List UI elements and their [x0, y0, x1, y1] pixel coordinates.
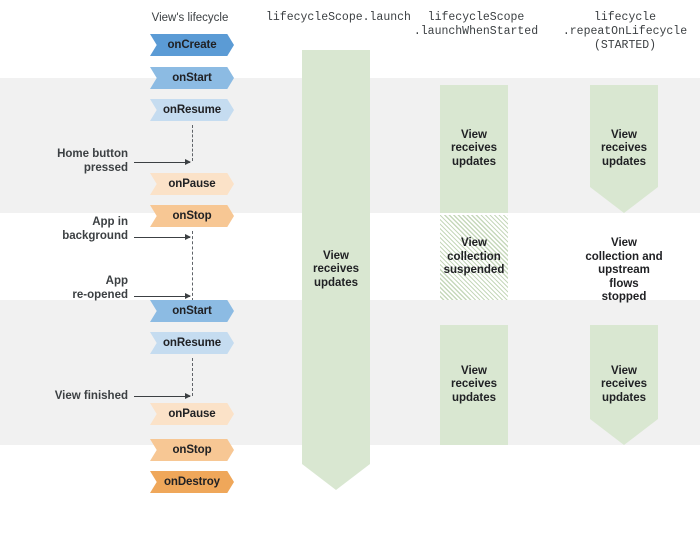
- annotation-arrow-app-re-opened: [134, 292, 191, 299]
- flow-banner-launchwhenstarted-label-2: View receives updates: [450, 364, 498, 404]
- column-header-launch: lifecycleScope.launch: [266, 11, 411, 24]
- lifecycle-event-onstop-2: onStop: [150, 439, 234, 461]
- flow-banner-launch-active: View receives updates: [302, 50, 370, 490]
- annotation-arrow-app-in-background: [134, 233, 191, 240]
- lifecycle-event-onstop-1: onStop: [150, 205, 234, 227]
- flow-banner-launch-label: View receives updates: [312, 249, 360, 289]
- flow-banner-launchwhenstarted-suspended: View collection suspended: [440, 215, 508, 300]
- annotation-app-in-background: App in background: [62, 216, 128, 242]
- flow-banner-repeatonlifecycle-label-2: View receives updates: [600, 364, 648, 404]
- lifecycle-event-onresume-1: onResume: [150, 99, 234, 121]
- lifecycle-connector-3: [192, 358, 193, 396]
- annotation-home-button-pressed: Home button pressed: [57, 148, 128, 174]
- flow-banner-repeatonlifecycle-active-1: View receives updates: [590, 85, 658, 213]
- flow-banner-launchwhenstarted-label-1: View receives updates: [450, 128, 498, 168]
- lifecycle-event-ondestroy: onDestroy: [150, 471, 234, 493]
- lifecycle-event-onpause-2: onPause: [150, 403, 234, 425]
- lifecycle-event-onstart-1: onStart: [150, 67, 234, 89]
- lifecycle-event-oncreate: onCreate: [150, 34, 234, 56]
- lifecycle-connector-1: [192, 125, 193, 161]
- annotation-arrow-view-finished: [134, 392, 191, 399]
- flow-text-repeatonlifecycle-stopped: View collection and upstream flows stopp…: [585, 237, 663, 303]
- lifecycle-event-onpause-1: onPause: [150, 173, 234, 195]
- flow-banner-launchwhenstarted-active-2: View receives updates: [440, 325, 508, 445]
- column-header-lifecycle: View's lifecycle: [151, 12, 229, 24]
- annotation-app-re-opened: App re-opened: [72, 275, 128, 301]
- annotation-arrow-home-button: [134, 158, 191, 165]
- flow-banner-launchwhenstarted-label-suspended: View collection suspended: [443, 237, 505, 277]
- lifecycle-connector-2: [192, 231, 193, 301]
- lifecycle-event-onresume-2: onResume: [150, 332, 234, 354]
- column-header-repeat-on-lifecycle: lifecycle .repeatOnLifecycle (STARTED): [562, 11, 688, 52]
- flow-banner-launchwhenstarted-active-1: View receives updates: [440, 85, 508, 213]
- lifecycle-event-onstart-2: onStart: [150, 300, 234, 322]
- column-header-launch-when-started: lifecycleScope .launchWhenStarted: [413, 11, 539, 38]
- flow-banner-repeatonlifecycle-active-2: View receives updates: [590, 325, 658, 445]
- flow-banner-repeatonlifecycle-label-1: View receives updates: [600, 128, 648, 168]
- annotation-view-finished: View finished: [54, 390, 128, 402]
